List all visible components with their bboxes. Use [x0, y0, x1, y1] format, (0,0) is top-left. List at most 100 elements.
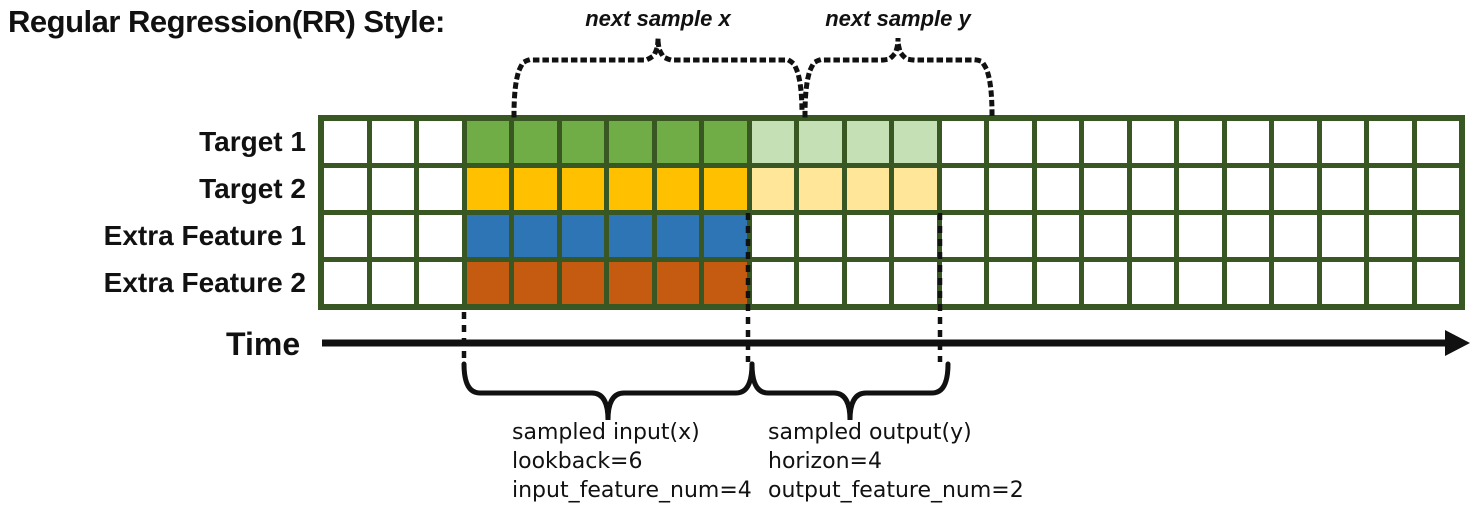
grid-cell [561, 168, 604, 210]
grid-cell [799, 168, 842, 210]
grid-cell [1226, 121, 1269, 163]
grid-cell [894, 121, 937, 163]
diagram-title: Regular Regression(RR) Style: [8, 4, 445, 39]
grid-cell [751, 215, 794, 257]
grid-cell [1131, 168, 1174, 210]
grid-cell [514, 121, 557, 163]
grid-cell [371, 168, 414, 210]
grid-cell [1369, 168, 1412, 210]
grid-cell [894, 168, 937, 210]
grid-cell [1226, 168, 1269, 210]
grid-cell [324, 121, 367, 163]
grid-cell [1416, 215, 1459, 257]
next-sample-x-label: next sample x [585, 6, 731, 31]
grid-cell [846, 121, 889, 163]
next-sample-y-label: next sample y [825, 6, 971, 31]
grid-cell [1274, 168, 1317, 210]
grid-cell [1274, 215, 1317, 257]
sampled-output-caption: sampled output(y) horizon=4 output_featu… [768, 418, 1024, 505]
grid-cell [846, 168, 889, 210]
grid-cell [751, 262, 794, 304]
grid-cell [1416, 168, 1459, 210]
row-label-extra-feature-2: Extra Feature 2 [103, 267, 306, 298]
grid-cell [419, 215, 462, 257]
grid-cell [324, 215, 367, 257]
grid-cell [704, 168, 747, 210]
grid-cell [419, 262, 462, 304]
grid-cell [799, 215, 842, 257]
grid-cell [466, 262, 509, 304]
grid-cell [989, 121, 1032, 163]
grid-cell [656, 121, 699, 163]
grid-cell [1369, 215, 1412, 257]
grid-cell [941, 121, 984, 163]
grid-cell [1369, 121, 1412, 163]
timeseries-grid [318, 115, 1465, 310]
grid-cell [1131, 215, 1174, 257]
grid-cell [609, 262, 652, 304]
row-label-target-1: Target 1 [199, 126, 306, 157]
grid-cell [371, 215, 414, 257]
grid-cell [656, 262, 699, 304]
grid-cell [1084, 121, 1127, 163]
grid-cell [1036, 215, 1079, 257]
grid-cell [466, 215, 509, 257]
grid-cell [561, 215, 604, 257]
grid-cell [656, 215, 699, 257]
grid-cell [1321, 168, 1364, 210]
grid-cell [514, 168, 557, 210]
lookback-value: lookback=6 [512, 449, 643, 474]
grid-cell [799, 262, 842, 304]
sampled-input-brace [461, 361, 755, 421]
grid-cell [704, 215, 747, 257]
grid-cell [941, 262, 984, 304]
grid-cell [846, 215, 889, 257]
grid-cell [989, 168, 1032, 210]
grid-cell [466, 168, 509, 210]
grid-cell [1179, 215, 1222, 257]
grid-cell [1131, 262, 1174, 304]
grid-cell [1179, 262, 1222, 304]
grid-cell [1036, 168, 1079, 210]
grid-cell [1131, 121, 1174, 163]
grid-cell [1179, 168, 1222, 210]
sampled-output-title: sampled output(y) [768, 420, 972, 445]
grid-cell [894, 215, 937, 257]
grid-cell [371, 121, 414, 163]
grid-cell [941, 168, 984, 210]
grid-cell [751, 121, 794, 163]
output-feature-num: output_feature_num=2 [768, 478, 1024, 503]
next-sample-y-brace [802, 37, 995, 118]
grid-cell [419, 168, 462, 210]
horizon-value: horizon=4 [768, 449, 882, 474]
grid-cell [1179, 121, 1222, 163]
grid-cell [751, 168, 794, 210]
next-sample-x-brace [511, 37, 805, 118]
grid-cell [514, 262, 557, 304]
grid-cell [371, 262, 414, 304]
sampled-input-caption: sampled input(x) lookback=6 input_featur… [512, 418, 752, 505]
row-label-target-2: Target 2 [199, 173, 306, 204]
grid-cell [561, 121, 604, 163]
time-arrow-head [1445, 330, 1470, 356]
grid-cell [1321, 215, 1364, 257]
grid-cell [1226, 215, 1269, 257]
grid-cell [894, 262, 937, 304]
grid-cell [1416, 121, 1459, 163]
grid-cell [941, 215, 984, 257]
grid-cell [989, 262, 1032, 304]
grid-cell [704, 121, 747, 163]
sampled-output-brace [749, 361, 951, 421]
row-labels: Target 1 Target 2 Extra Feature 1 Extra … [0, 121, 306, 304]
grid-cell [561, 262, 604, 304]
grid-cell [1274, 121, 1317, 163]
grid-cell [1084, 215, 1127, 257]
grid-cell [609, 168, 652, 210]
input-feature-num: input_feature_num=4 [512, 478, 752, 503]
grid-cell [799, 121, 842, 163]
sampled-input-title: sampled input(x) [512, 420, 700, 445]
grid-cell [324, 262, 367, 304]
grid-cell [1036, 121, 1079, 163]
grid-cell [1321, 262, 1364, 304]
